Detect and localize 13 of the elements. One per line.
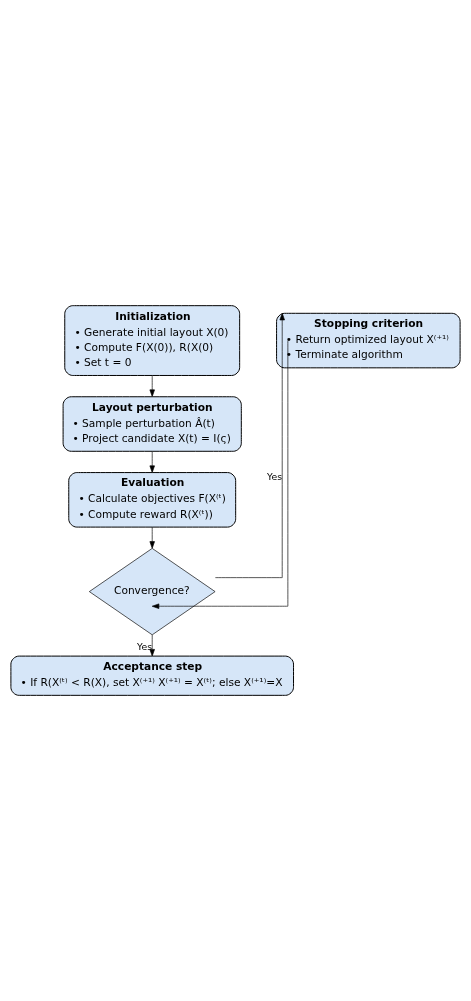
arrow [149,634,155,657]
arrow [151,340,289,609]
arrow [149,451,155,473]
node-box: Initialization • Generate initial layout X(0) • Compute F(X(0)), R(X(0) • Set t = 0 [64,305,241,376]
arrow [215,313,285,578]
arrow [149,375,155,397]
arrow [149,526,155,549]
node-box: Acceptance step • If R(X⁽ᵗ⁾ < R(X), set X⁽⁺¹⁾ X⁽⁺¹⁾ = X⁽ᵗ⁾; else X⁽⁺¹⁾=X [10,655,294,696]
edge-label: Yes [137,640,153,652]
node-box: Layout perturbation • Sample perturbation Â(t) • Project candidate X(t) = I(ς) [62,396,242,452]
edge-label: Yes [267,470,283,482]
node-box: Evaluation • Calculate objectives F(X⁽ᵗ) • Compute reward R(X⁽ᵗ)) [68,472,237,528]
node-diamond: Convergence? [89,548,216,636]
